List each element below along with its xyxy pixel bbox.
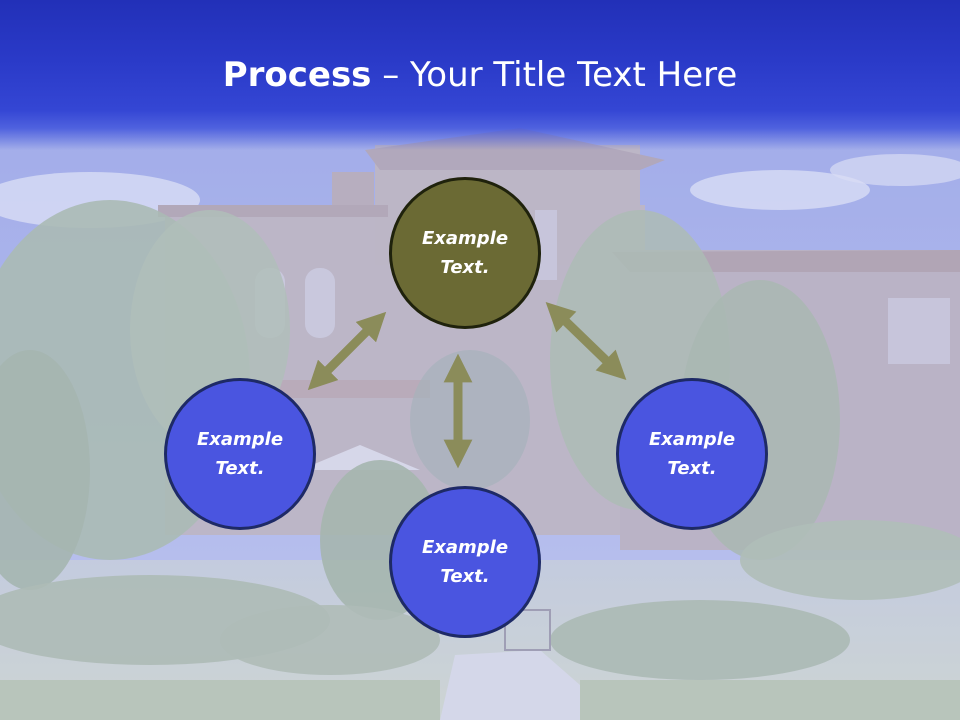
node-right-label: Example Text. xyxy=(648,429,736,479)
title-rest: – Your Title Text Here xyxy=(371,55,738,95)
arrow-top-right xyxy=(545,301,627,381)
title-band xyxy=(0,0,960,150)
slide-title: Process – Your Title Text Here xyxy=(0,52,960,98)
arrow-top-left xyxy=(307,311,387,391)
node-bottom: Example Text. xyxy=(389,486,541,638)
node-left-label: Example Text. xyxy=(196,429,284,479)
node-top-label: Example Text. xyxy=(421,228,509,278)
node-top: Example Text. xyxy=(389,177,541,329)
node-left: Example Text. xyxy=(164,378,316,530)
node-bottom-label: Example Text. xyxy=(421,537,509,587)
node-right: Example Text. xyxy=(616,378,768,530)
title-bold: Process xyxy=(222,55,372,95)
